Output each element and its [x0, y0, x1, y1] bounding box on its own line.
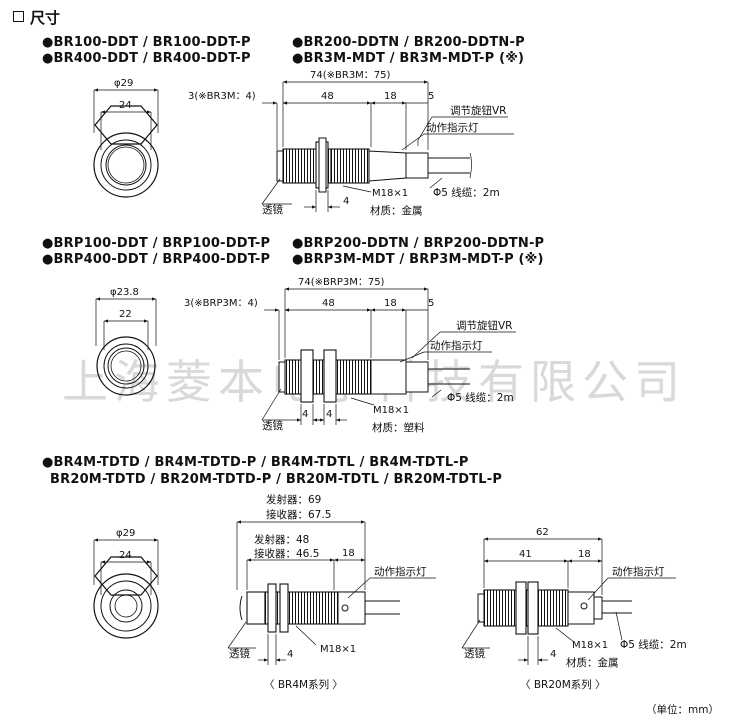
br4m-side-view — [227, 520, 436, 665]
br20m-nut: 4 — [550, 649, 556, 660]
s2-lens: 透镜 — [262, 419, 283, 432]
br4m-led-label: 动作指示灯 — [374, 565, 427, 578]
square-bullet-icon — [13, 11, 24, 22]
s1-nut: 4 — [343, 196, 349, 207]
br20m-cable: Φ5 线缆：2m — [620, 638, 687, 651]
br20m-led-label: 动作指示灯 — [612, 565, 665, 578]
br4m-rear-len: 18 — [342, 548, 355, 559]
s1-side-view — [261, 80, 514, 212]
s1-vr-label: 调节旋钮VR — [450, 104, 506, 117]
s3-dia-inner: 24 — [119, 550, 132, 561]
br20m-rear-len: 18 — [578, 549, 591, 560]
s2-material: 材质：塑料 — [372, 421, 425, 434]
s2-nut-a: 4 — [302, 409, 308, 420]
s2-model-line2b: ●BRP3M-MDT / BRP3M-MDT-P (※) — [292, 252, 544, 267]
s2-model-line1a: ●BRP100-DDT / BRP100-DDT-P — [42, 236, 271, 251]
s1-model-line1b: ●BR200-DDTN / BR200-DDTN-P — [292, 35, 525, 50]
s1-led-label: 动作指示灯 — [426, 121, 479, 134]
s2-front-view — [95, 297, 157, 396]
s1-front-len: 3(※BR3M：4) — [188, 91, 256, 102]
s2-model-line1b: ●BRP200-DDTN / BRP200-DDTN-P — [292, 236, 545, 251]
s2-led-label: 动作指示灯 — [430, 339, 483, 352]
s2-model-line2a: ●BRP400-DDT / BRP400-DDT-P — [42, 252, 271, 267]
s2-thread: M18×1 — [373, 405, 409, 416]
s2-cable-len: 5 — [428, 298, 434, 309]
s2-body-len: 48 — [322, 298, 335, 309]
br4m-caption: 〈 BR4M系列 〉 — [264, 678, 343, 691]
br4m-receiver-total: 接收器：67.5 — [266, 508, 331, 521]
s2-cable: Φ5 线缆：2m — [447, 391, 514, 404]
s1-model-line2a: ●BR400-DDT / BR400-DDT-P — [42, 51, 251, 66]
s1-total-len: 74(※BR3M：75) — [310, 70, 391, 81]
s1-thread: M18×1 — [372, 188, 408, 199]
br20m-total-len: 62 — [536, 527, 549, 538]
s1-body-len: 48 — [321, 91, 334, 102]
s1-model-line1a: ●BR100-DDT / BR100-DDT-P — [42, 35, 251, 50]
br4m-emitter-body: 发射器：48 — [254, 533, 309, 546]
s1-dia-outer: φ29 — [114, 78, 133, 89]
s1-cable-len: 5 — [428, 91, 434, 102]
s2-total-len: 74(※BRP3M：75) — [298, 277, 385, 288]
br4m-lens: 透镜 — [229, 647, 250, 660]
br20m-caption: 〈 BR20M系列 〉 — [520, 678, 606, 691]
s2-rear-len: 18 — [384, 298, 397, 309]
br20m-thread: M18×1 — [572, 640, 608, 651]
s1-front-view — [93, 88, 159, 198]
s1-rear-len: 18 — [384, 91, 397, 102]
s1-dia-inner: 24 — [119, 100, 132, 111]
s3-model-line2: BR20M-TDTD / BR20M-TDTD-P / BR20M-TDTL /… — [50, 472, 503, 487]
br4m-receiver-body: 接收器：46.5 — [254, 547, 319, 560]
s1-model-line2b: ●BR3M-MDT / BR3M-MDT-P (※) — [292, 51, 525, 66]
s1-cable: Φ5 线缆：2m — [433, 186, 500, 199]
s1-material: 材质：金属 — [370, 204, 423, 217]
br20m-lens: 透镜 — [464, 647, 485, 660]
br20m-side-view — [461, 537, 676, 665]
br20m-body-len: 41 — [519, 549, 532, 560]
s2-dia-inner: 22 — [119, 309, 132, 320]
br4m-emitter-total: 发射器：69 — [266, 493, 321, 506]
s3-model-line1: ●BR4M-TDTD / BR4M-TDTD-P / BR4M-TDTL / B… — [42, 455, 469, 470]
br4m-nut: 4 — [287, 649, 293, 660]
s2-dia-outer: φ23.8 — [110, 287, 139, 298]
s1-lens: 透镜 — [262, 203, 283, 216]
s2-nut-b: 4 — [326, 409, 332, 420]
s3-front-view — [93, 538, 159, 639]
br20m-material: 材质：金属 — [566, 656, 619, 669]
br4m-thread: M18×1 — [320, 644, 356, 655]
unit-note: （单位：mm） — [646, 703, 719, 716]
page-title-text: 尺寸 — [30, 9, 61, 27]
s2-front-len: 3(※BRP3M：4) — [184, 298, 258, 309]
page-title: 尺寸 — [13, 7, 60, 28]
s2-side-view — [261, 287, 516, 425]
s3-dia-outer: φ29 — [116, 528, 135, 539]
s2-vr-label: 调节旋钮VR — [456, 319, 512, 332]
